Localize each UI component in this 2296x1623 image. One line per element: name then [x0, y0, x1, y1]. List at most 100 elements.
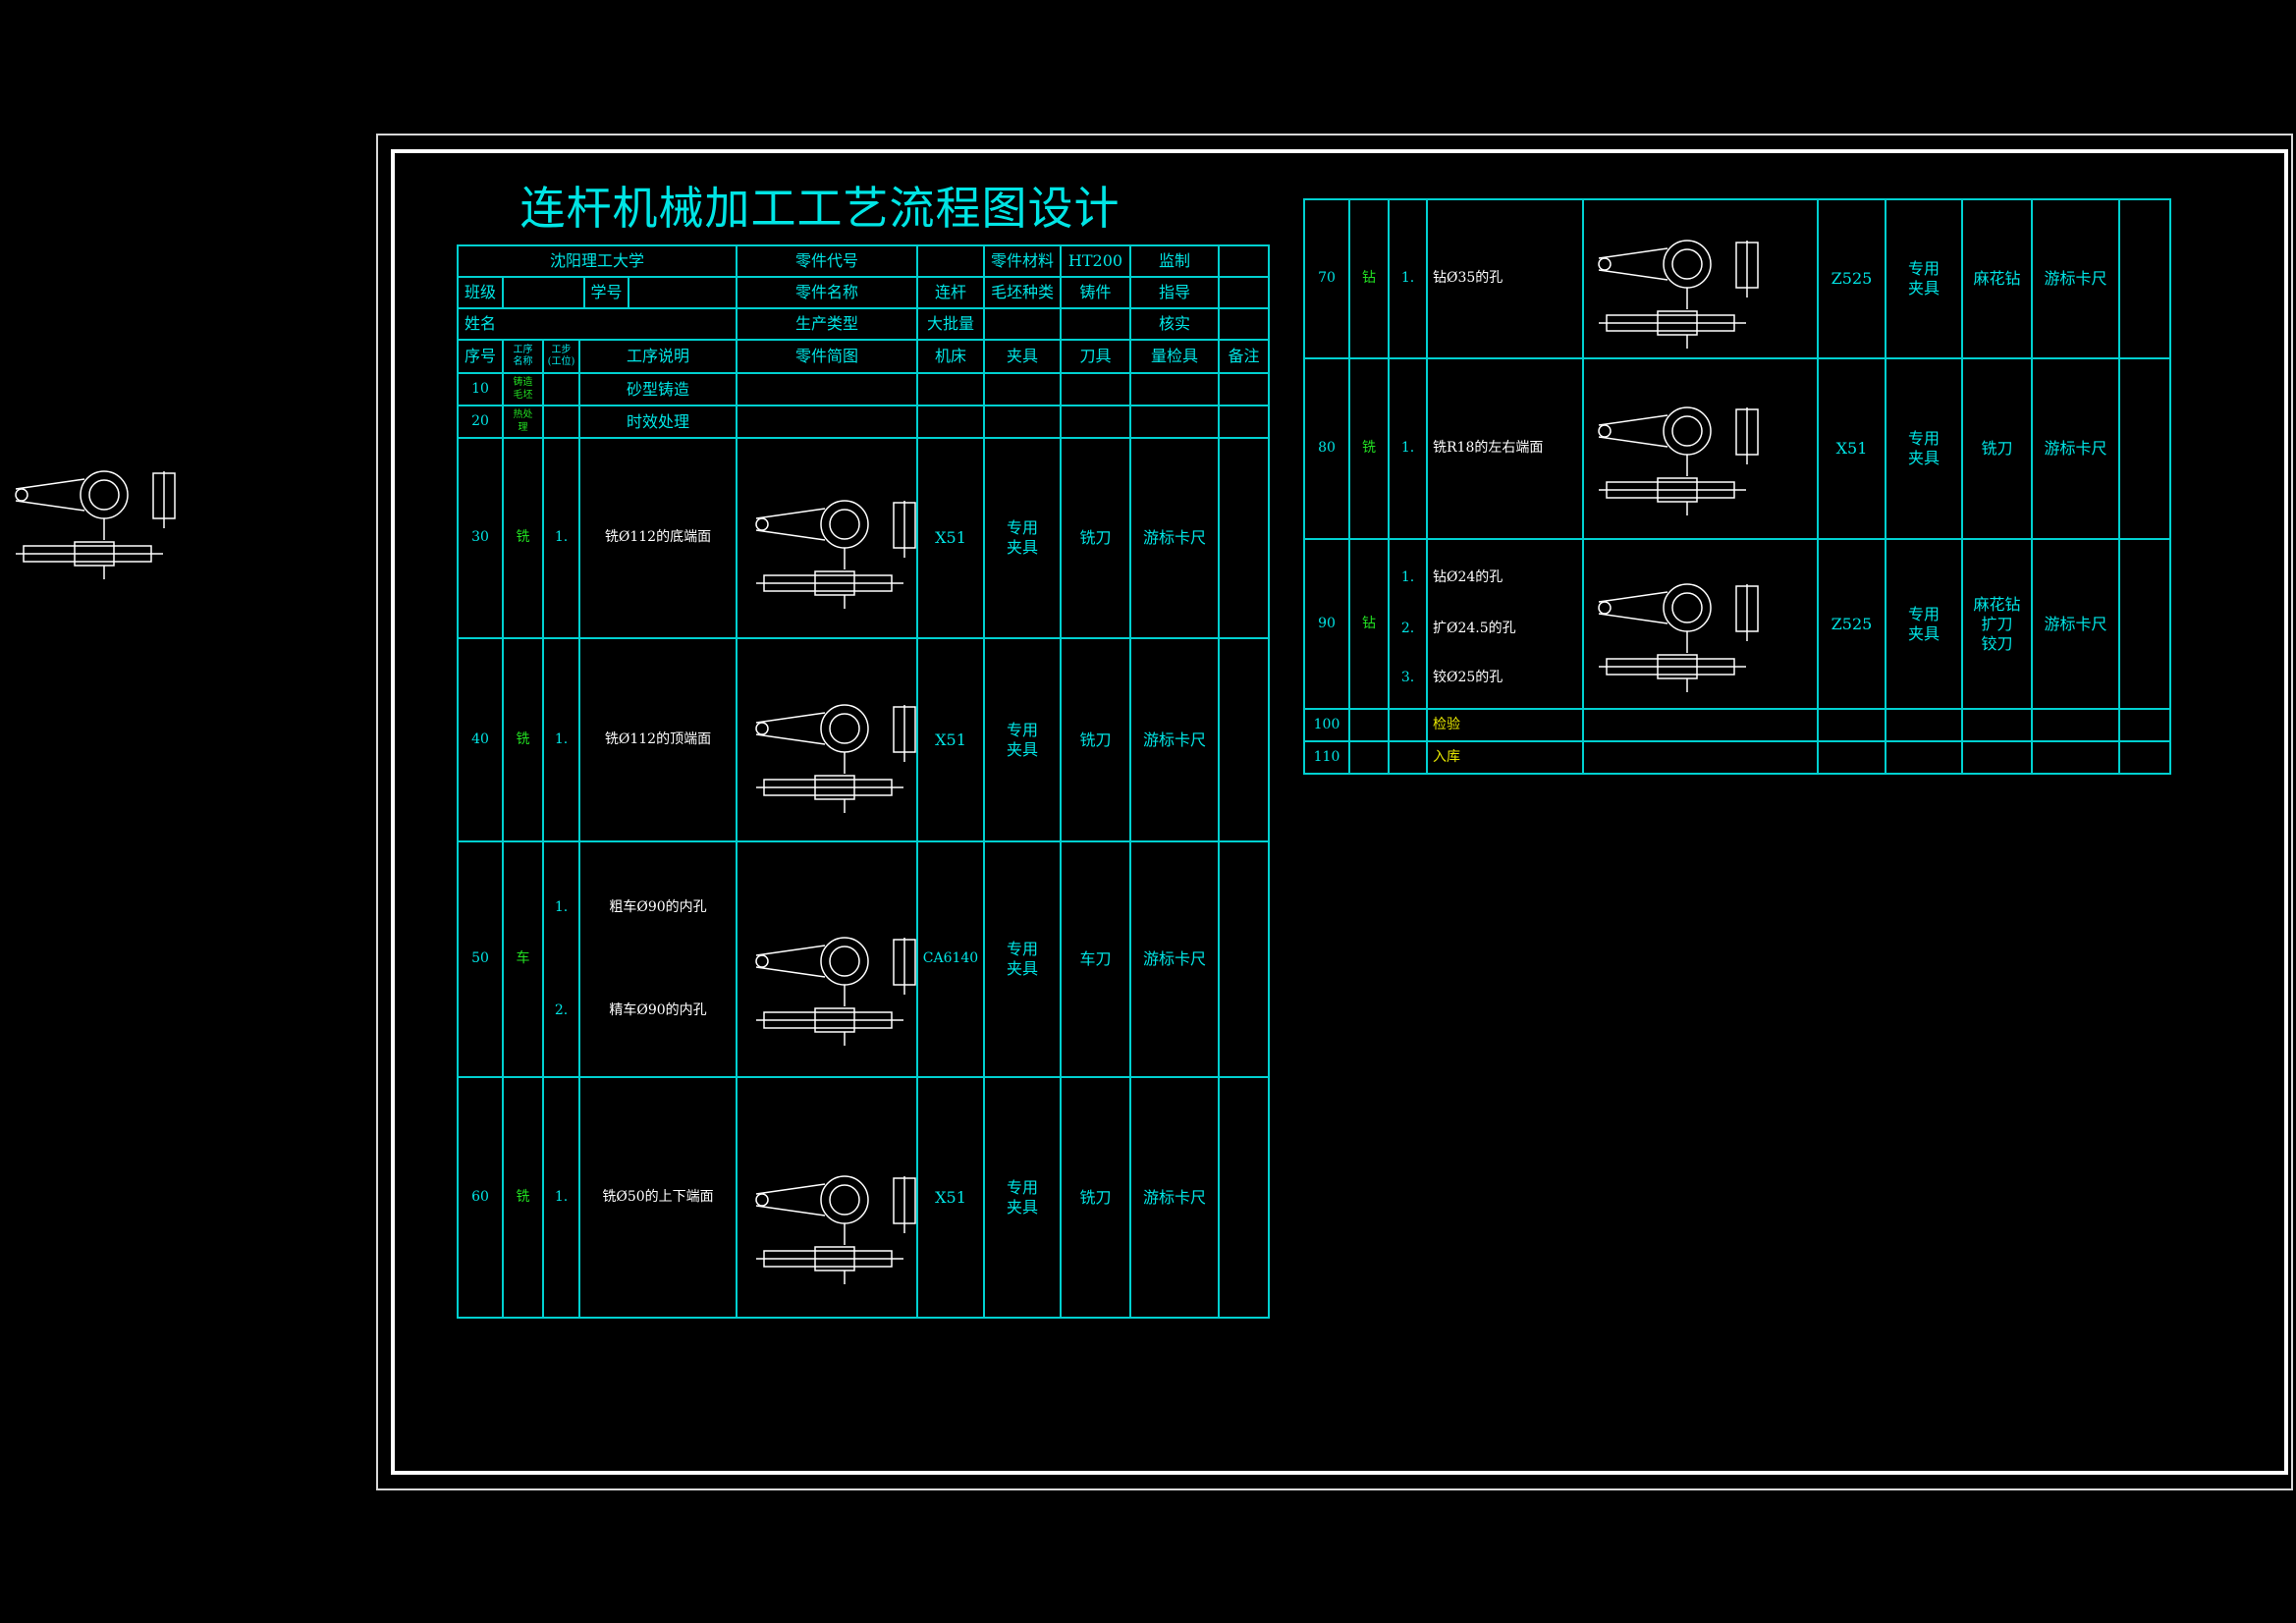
row-50-desc-1: 粗车Ø90的内孔: [609, 899, 707, 916]
part-sketch-90: [1598, 583, 1759, 693]
row-50-tool: 车刀: [1079, 949, 1112, 968]
row-90-seq: 90: [1318, 615, 1336, 631]
check-label: 核实: [1158, 314, 1190, 333]
part-sketch-60: [755, 1175, 916, 1285]
row-50-machine: CA6140: [922, 950, 979, 967]
row-20-desc: 时效处理: [626, 411, 689, 431]
row-70-fixture: 专用 夹具: [1907, 259, 1940, 298]
part-sketch-30: [755, 500, 916, 610]
row-30-machine: X51: [935, 528, 966, 547]
row-60-step-1: 1.: [554, 1188, 569, 1205]
blank-type-label: 毛坯种类: [990, 283, 1054, 301]
row-60-op: 铣: [516, 1188, 530, 1205]
row-80-desc-1: 铣R18的左右端面: [1433, 440, 1544, 457]
row-70-desc-1: 钻Ø35的孔: [1433, 270, 1503, 287]
drawing-frame-outer: [376, 134, 2293, 1490]
row-50-fixture: 专用 夹具: [1006, 940, 1038, 978]
page-title: 连杆机械加工工艺流程图设计: [519, 182, 1121, 235]
col-desc: 工序说明: [626, 347, 689, 365]
row-70-op: 钻: [1362, 270, 1376, 287]
part-sketch-thumbnail: [15, 470, 176, 580]
row-80-gauge: 游标卡尺: [2044, 439, 2107, 458]
row-40-tool: 铣刀: [1079, 730, 1112, 749]
row-90-machine: Z525: [1831, 614, 1873, 633]
row-10-desc: 砂型铸造: [626, 379, 689, 399]
part-sketch-70: [1598, 240, 1759, 350]
col-machine: 机床: [934, 347, 966, 365]
row-20-op: 热处 理: [513, 409, 533, 433]
material-label: 零件材料: [990, 251, 1054, 270]
row-40-gauge: 游标卡尺: [1142, 730, 1206, 749]
row-30-seq: 30: [471, 529, 489, 546]
row-100-seq: 100: [1313, 716, 1340, 732]
class-label: 班级: [464, 283, 496, 301]
row-40-machine: X51: [935, 730, 966, 749]
advisor-label: 指导: [1158, 283, 1190, 301]
row-30-tool: 铣刀: [1079, 528, 1112, 547]
material-value: HT200: [1067, 251, 1123, 270]
row-60-seq: 60: [471, 1188, 489, 1205]
row-40-desc-1: 铣Ø112的顶端面: [604, 730, 712, 747]
row-40-step-1: 1.: [554, 730, 569, 747]
row-70-machine: Z525: [1831, 269, 1873, 288]
left-table-border: [457, 244, 1270, 1319]
part-name-value: 连杆: [934, 283, 966, 301]
row-30-desc-1: 铣Ø112的底端面: [604, 529, 712, 546]
row-70-tool: 麻花钻: [1973, 269, 2021, 288]
row-80-tool: 铣刀: [1981, 439, 2013, 458]
row-10-seq: 10: [471, 380, 489, 397]
row-90-step-1: 1.: [1400, 569, 1415, 586]
row-20-seq: 20: [471, 412, 489, 429]
col-fixture: 夹具: [1006, 347, 1038, 365]
part-sketch-40: [755, 704, 916, 814]
name-label: 姓名: [464, 314, 496, 333]
row-110-desc: 入库: [1433, 748, 1460, 765]
col-op-name: 工序 名称: [513, 344, 533, 368]
row-50-op: 车: [516, 950, 530, 967]
part-code-label: 零件代号: [794, 251, 858, 270]
row-50-gauge: 游标卡尺: [1142, 949, 1206, 968]
school-name: 沈阳理工大学: [549, 251, 644, 270]
row-10-op: 铸造 毛坯: [513, 377, 533, 401]
part-sketch-50: [755, 937, 916, 1047]
row-40-seq: 40: [471, 730, 489, 747]
row-40-op: 铣: [516, 730, 530, 747]
col-tool: 刀具: [1079, 347, 1112, 365]
row-70-step-1: 1.: [1400, 270, 1415, 287]
row-60-machine: X51: [935, 1187, 966, 1207]
part-name-label: 零件名称: [794, 283, 858, 301]
production-type-label: 生产类型: [794, 314, 858, 333]
col-sketch: 零件简图: [794, 347, 858, 365]
row-80-machine: X51: [1835, 439, 1868, 458]
col-step: 工步 (工位): [547, 344, 575, 368]
row-30-step-1: 1.: [554, 529, 569, 546]
row-30-gauge: 游标卡尺: [1142, 528, 1206, 547]
row-60-fixture: 专用 夹具: [1006, 1177, 1038, 1217]
row-50-step-2: 2.: [554, 1002, 569, 1019]
row-90-desc-1: 钻Ø24的孔: [1433, 569, 1503, 586]
row-90-desc-3: 铰Ø25的孔: [1433, 670, 1503, 686]
blank-type-value: 铸件: [1079, 283, 1112, 301]
row-90-tool: 麻花钻 扩刀 铰刀: [1973, 594, 2021, 653]
col-gauge: 量检具: [1150, 347, 1198, 365]
row-80-op: 铣: [1362, 440, 1376, 457]
row-90-gauge: 游标卡尺: [2044, 614, 2107, 633]
row-60-tool: 铣刀: [1079, 1187, 1112, 1207]
row-30-fixture: 专用 夹具: [1006, 518, 1038, 557]
row-60-gauge: 游标卡尺: [1142, 1187, 1206, 1207]
right-table-border: [1303, 198, 2171, 775]
student-id-label: 学号: [590, 283, 623, 301]
row-90-step-2: 2.: [1400, 621, 1415, 637]
row-70-gauge: 游标卡尺: [2044, 269, 2107, 288]
col-seq: 序号: [464, 347, 496, 365]
row-80-fixture: 专用 夹具: [1907, 429, 1940, 467]
row-50-desc-2: 精车Ø90的内孔: [609, 1002, 707, 1019]
row-90-fixture: 专用 夹具: [1907, 604, 1940, 643]
production-type-value: 大批量: [926, 314, 974, 333]
row-100-desc: 检验: [1433, 716, 1460, 732]
row-90-step-3: 3.: [1400, 670, 1415, 686]
supervisor-label: 监制: [1158, 251, 1190, 270]
row-80-step-1: 1.: [1400, 440, 1415, 457]
part-sketch-80: [1598, 406, 1759, 516]
row-90-desc-2: 扩Ø24.5的孔: [1433, 621, 1516, 637]
